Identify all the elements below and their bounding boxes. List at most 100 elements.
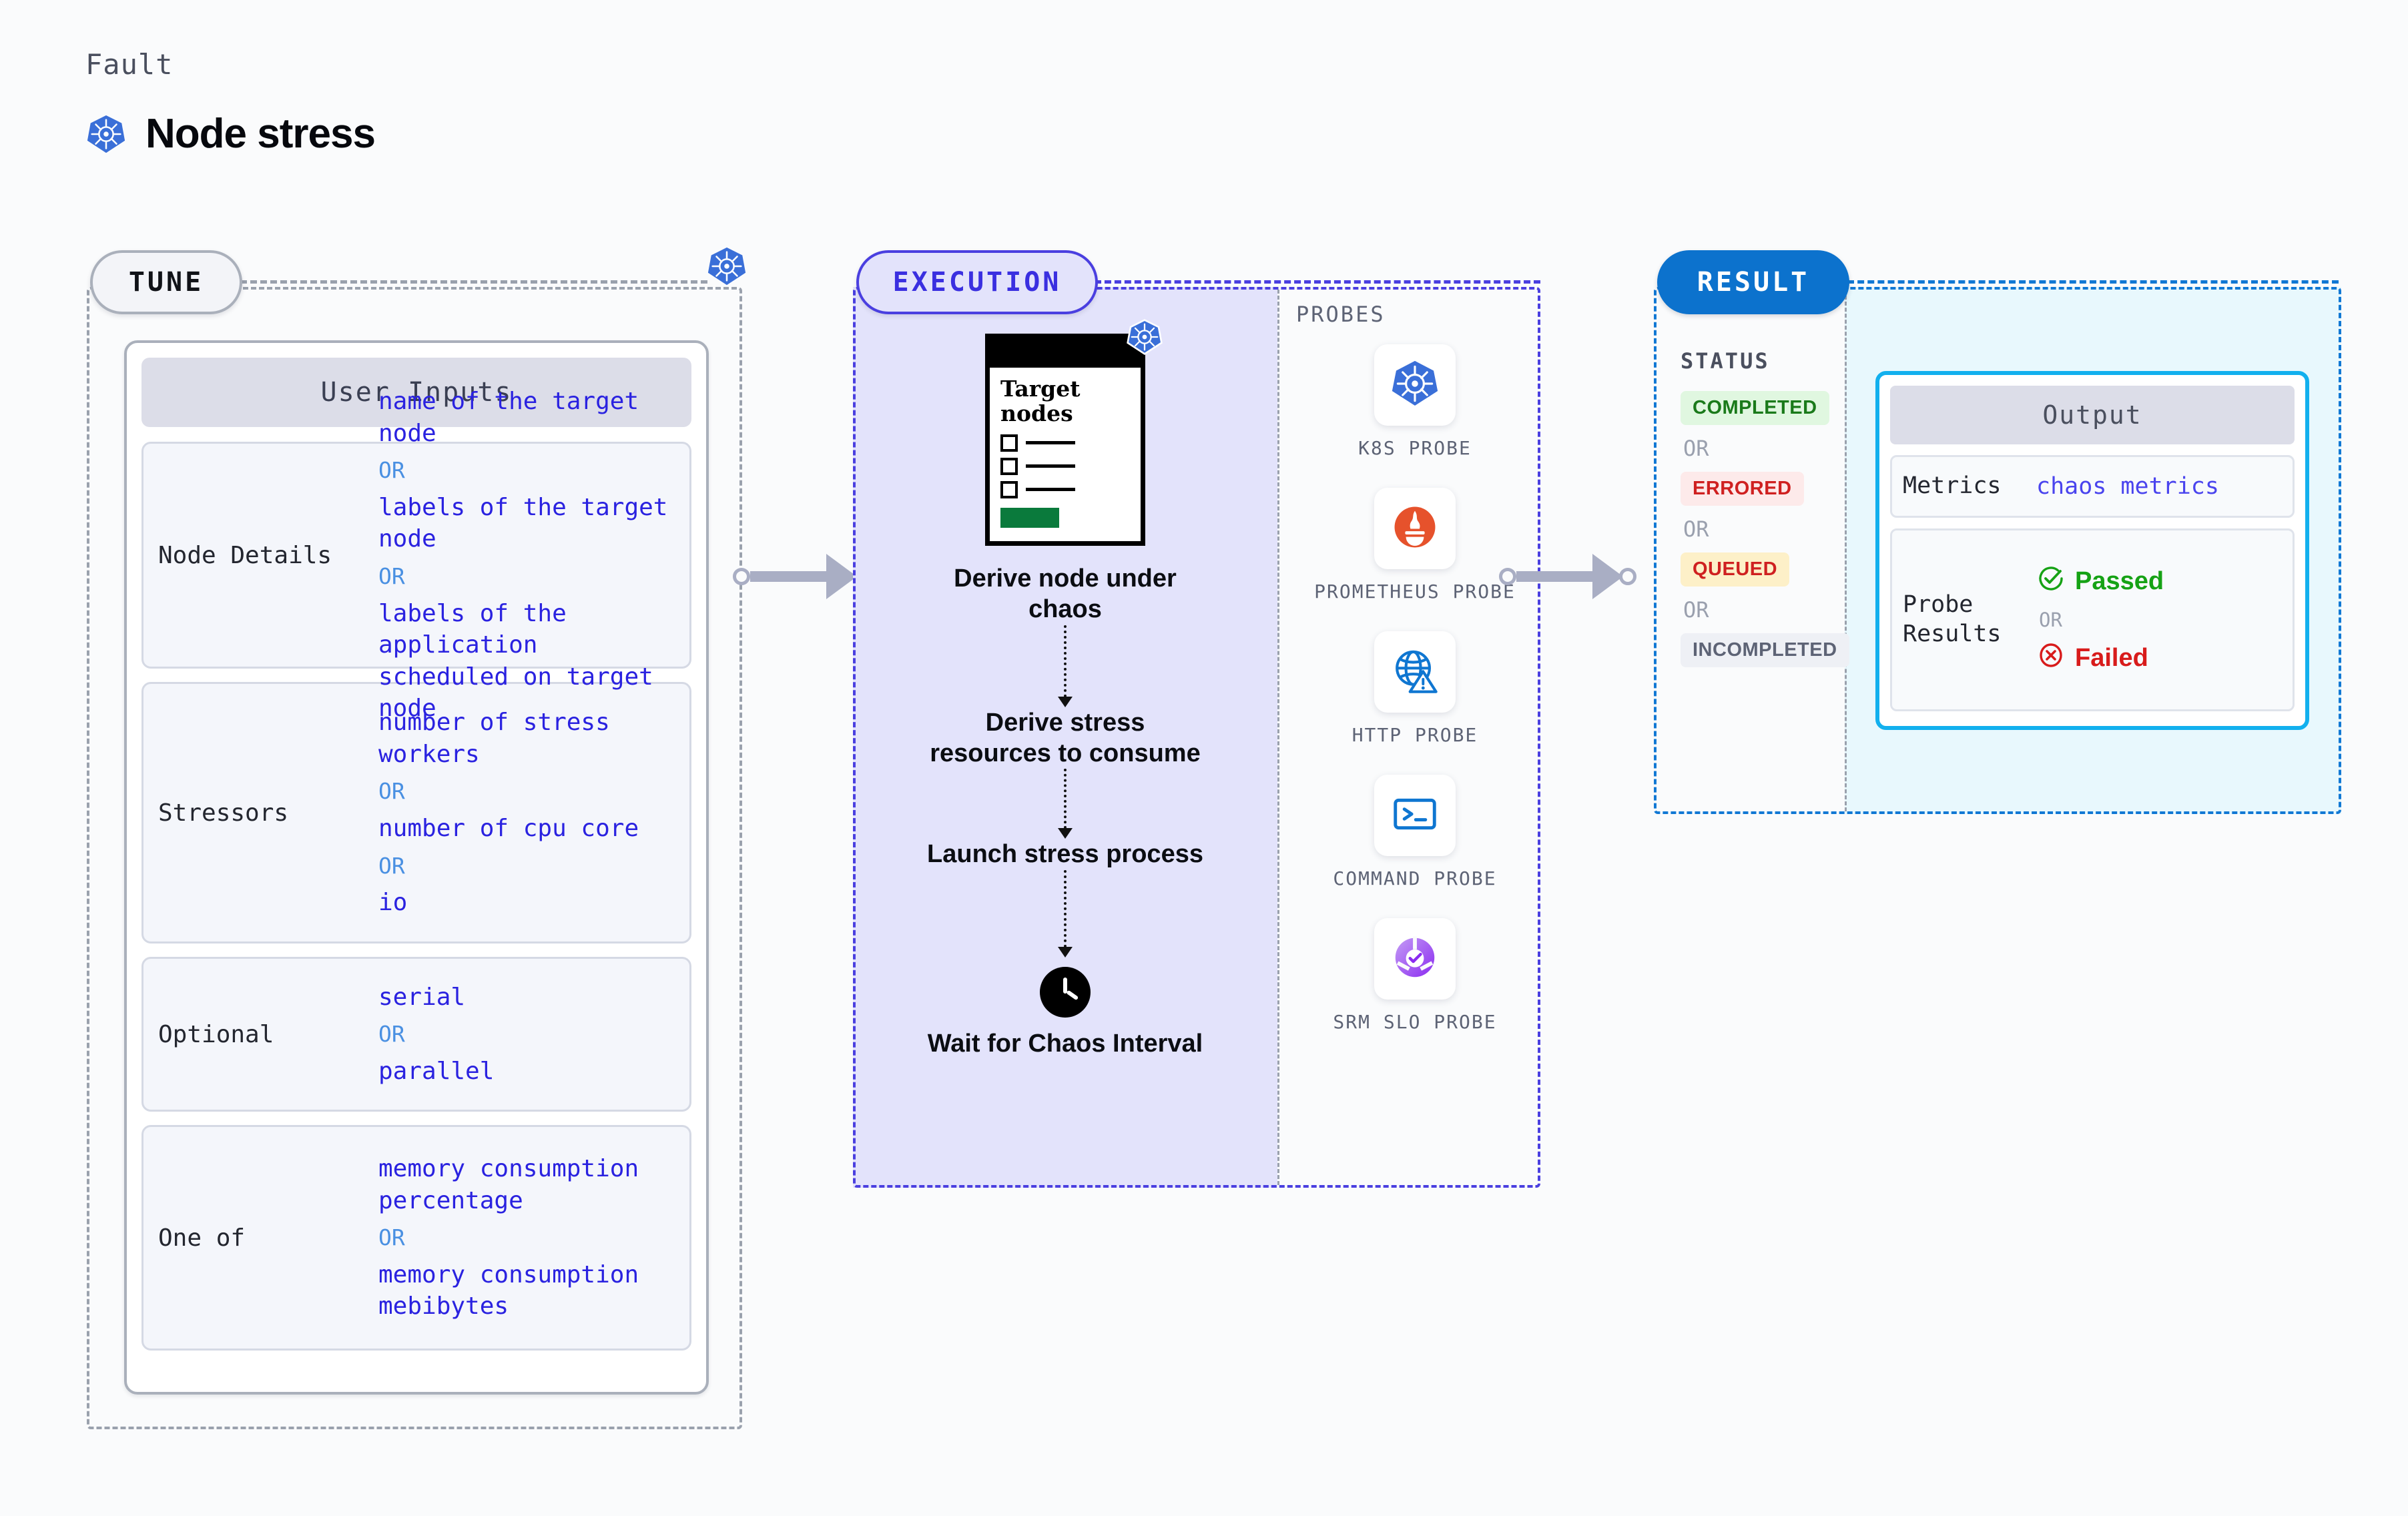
value-text: memory consumption mebibytes (378, 1260, 639, 1320)
kubernetes-icon (1126, 318, 1163, 359)
checkbox-icon (1000, 480, 1018, 498)
value-text: number of cpu core (378, 815, 639, 842)
or-separator: OR (378, 778, 405, 805)
probe-tile (1374, 918, 1456, 1000)
output-card: Output Metrics chaos metrics Probe Resul… (1875, 371, 2309, 730)
tune-pill[interactable]: TUNE (90, 250, 242, 314)
probe-label: SRM SLO PROBE (1333, 1011, 1497, 1033)
execution-to-result-connector (1499, 554, 1636, 599)
probes-divider (1277, 290, 1279, 1185)
status-badge-incompleted: INCOMPLETED (1681, 633, 1849, 667)
user-inputs-title: User Inputs (141, 358, 691, 427)
value-text: labels of the target node (378, 493, 668, 553)
probe-tile (1374, 488, 1456, 569)
output-row-probe-results[interactable]: Probe Results Passed OR (1890, 528, 2295, 711)
check-circle-icon (2036, 564, 2066, 599)
placeholder-line (1026, 464, 1075, 468)
row-label: Optional (158, 1020, 274, 1048)
page-eyebrow: Fault (85, 48, 174, 81)
flow-step-4: Wait for Chaos Interval (927, 1029, 1203, 1058)
connector-bar (1516, 571, 1594, 582)
arrow-head (1058, 828, 1073, 839)
row-values: chaos metrics (2036, 473, 2282, 500)
globe-warning-icon (1389, 645, 1441, 700)
probe-item-http[interactable]: HTTP PROBE (1352, 631, 1478, 747)
result-pill[interactable]: RESULT (1657, 250, 1849, 314)
row-values: memory consumption percentage OR memory … (378, 1153, 677, 1322)
connector-start-dot (733, 568, 750, 585)
execution-pill[interactable]: EXECUTION (856, 250, 1098, 314)
status-badge-queued: QUEUED (1681, 552, 1790, 587)
target-nodes-card: Target nodes (985, 319, 1163, 546)
or-separator: OR (378, 852, 405, 879)
checkbox-row (1000, 480, 1130, 498)
probe-result-failed: Failed (2036, 641, 2282, 676)
result-region (1654, 287, 2341, 814)
probe-item-command[interactable]: COMMAND PROBE (1333, 775, 1496, 890)
probe-item-srm-slo[interactable]: SRM SLO PROBE (1333, 918, 1496, 1034)
card-body: Target nodes (990, 368, 1141, 541)
connector-start-dot (1499, 568, 1516, 585)
output-title: Output (1890, 386, 2295, 444)
checkbox-row (1000, 457, 1130, 475)
or-separator: OR (2039, 608, 2062, 631)
input-row-stressors[interactable]: Stressors number of stress workers OR nu… (141, 682, 691, 943)
placeholder-line (1026, 441, 1075, 445)
terminal-icon (1389, 788, 1441, 843)
or-separator: OR (378, 1224, 405, 1251)
page-title-row: Node stress (85, 110, 376, 157)
probe-list: K8S PROBE PROMETHEUS PROBE (1301, 344, 1528, 1034)
card-titlebar (990, 338, 1141, 368)
row-label: One of (158, 1224, 246, 1252)
connector-bar (750, 571, 828, 582)
probe-result-passed: Passed (2036, 564, 2282, 599)
input-row-one-of[interactable]: One of memory consumption percentage OR … (141, 1125, 691, 1351)
row-label: Metrics (1903, 472, 2002, 499)
status-divider (1845, 290, 1847, 811)
arrow-line (1064, 769, 1067, 829)
row-values: serial OR parallel (378, 982, 677, 1088)
probe-item-k8s[interactable]: K8S PROBE (1358, 344, 1472, 460)
tune-to-execution-connector (733, 554, 870, 599)
arrow-line (1064, 625, 1067, 697)
flow-arrow (1058, 869, 1073, 958)
user-inputs-card: User Inputs Node Details name of the tar… (124, 340, 709, 1395)
execution-connector-line (1095, 280, 1540, 284)
execution-flow: Target nodes Derive node under chaos Der… (861, 319, 1269, 1059)
or-separator: OR (378, 563, 405, 589)
page-title: Node stress (145, 111, 376, 157)
result-connector-line (1847, 280, 2339, 284)
probe-label: HTTP PROBE (1351, 724, 1478, 746)
probe-results-label: Probe Results (1903, 591, 2002, 647)
or-separator: OR (1683, 597, 1709, 623)
tune-connector-line (240, 280, 707, 284)
value-text: number of stress workers (378, 709, 610, 768)
row-values: Passed OR Failed (2036, 564, 2282, 676)
or-separator: OR (1683, 516, 1709, 542)
status-list: COMPLETED OR ERRORED OR QUEUED OR INCOMP… (1681, 391, 1849, 667)
placeholder-line (1026, 488, 1075, 492)
row-label: Stressors (158, 799, 289, 827)
value-text: labels of the application scheduled on t… (378, 599, 653, 723)
probe-item-prometheus[interactable]: PROMETHEUS PROBE (1314, 488, 1516, 603)
arrow-head (1058, 946, 1073, 958)
flow-step-3: Launch stress process (927, 840, 1203, 869)
status-badge-errored: ERRORED (1681, 472, 1804, 506)
output-row-metrics[interactable]: Metrics chaos metrics (1890, 455, 2295, 518)
value-text: io (378, 889, 408, 917)
input-row-node-details[interactable]: Node Details name of the target node OR … (141, 388, 691, 722)
row-values: name of the target node OR labels of the… (378, 386, 677, 724)
input-row-optional[interactable]: Optional serial OR parallel (141, 957, 691, 1112)
execution-region (853, 287, 1540, 1188)
flow-step-2: Derive stress resources to consume (930, 708, 1201, 767)
target-nodes-title: Target nodes (1000, 376, 1081, 426)
probe-tile (1374, 631, 1456, 713)
connector-arrowhead (826, 554, 857, 599)
probe-label: PROMETHEUS PROBE (1314, 581, 1516, 603)
arrow-head (1058, 696, 1073, 707)
or-separator: OR (378, 457, 405, 484)
probe-label: COMMAND PROBE (1333, 867, 1497, 889)
probes-label: PROBES (1296, 302, 1386, 327)
passed-label: Passed (2075, 566, 2164, 595)
